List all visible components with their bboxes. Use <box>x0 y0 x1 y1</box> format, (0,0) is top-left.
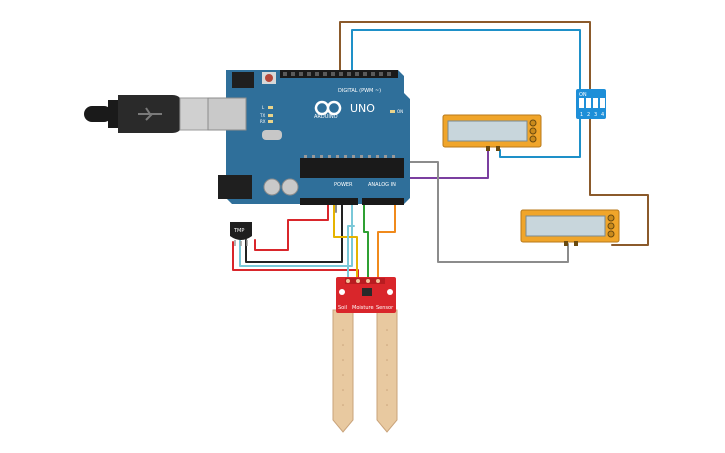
soil-label-sensor: Sensor <box>376 305 394 311</box>
digital-label: DIGITAL (PWM ~) <box>338 88 381 94</box>
soil-pin-4 <box>376 279 380 283</box>
wire-yellow-a0[interactable] <box>333 202 358 281</box>
soil-pin-3 <box>366 279 370 283</box>
lcd-display-2[interactable] <box>520 209 620 246</box>
lcd1-button-3[interactable] <box>529 135 537 143</box>
lcd2-button-1[interactable] <box>607 214 615 222</box>
capacitor-2 <box>281 178 299 196</box>
wire-cyan-gnd[interactable] <box>239 202 353 267</box>
analog-label: ANALOG IN <box>368 182 396 188</box>
digital-header-pins <box>283 72 391 76</box>
analog-header <box>362 198 404 205</box>
crystal <box>262 130 282 140</box>
dip-toggle-2[interactable] <box>586 98 591 108</box>
power-label: POWER <box>334 182 353 188</box>
led-l <box>268 106 273 109</box>
icsp-header <box>232 72 254 88</box>
model-label: UNO <box>350 102 375 115</box>
soil-pin-1 <box>346 279 350 283</box>
lcd1-button-1[interactable] <box>529 119 537 127</box>
dc-jack <box>218 175 252 199</box>
lcd1-button-2[interactable] <box>529 127 537 135</box>
dip-number-3: 3 <box>594 112 597 118</box>
usb-plug-metal <box>179 97 213 131</box>
dip-switch[interactable]: ON 1 2 3 4 <box>576 89 606 119</box>
lcd2-button-3[interactable] <box>607 230 615 238</box>
rx-label: RX <box>260 119 266 124</box>
dip-number-1: 1 <box>580 112 583 118</box>
soil-chip <box>362 288 372 296</box>
dip-number-2: 2 <box>587 112 590 118</box>
power-header <box>300 198 358 205</box>
reset-button-cap <box>265 74 273 82</box>
tx-label: TX <box>259 113 265 118</box>
soil-mount-hole-left <box>339 289 345 295</box>
usb-icon <box>138 107 162 121</box>
soil-probe-left <box>332 309 354 433</box>
wire-brown-digital-to-lcd2[interactable] <box>339 21 649 246</box>
dip-toggle-3[interactable] <box>593 98 598 108</box>
soil-probe-right <box>376 309 398 433</box>
wire-black-gnd[interactable] <box>245 202 343 263</box>
arduino-board[interactable]: DIGITAL (PWM ~) ARDUINO UNO TX RX L ON P… <box>207 70 410 205</box>
lcd1-pin-2 <box>496 146 500 151</box>
lcd2-pin-2 <box>574 241 578 246</box>
temperature-sensor[interactable]: TMP <box>230 222 252 246</box>
soil-label-soil: Soil <box>338 305 347 311</box>
soil-header <box>345 278 385 284</box>
on-label: ON <box>397 109 403 114</box>
led-tx <box>268 114 273 117</box>
brand-label: ARDUINO <box>314 114 338 120</box>
l-label: L <box>262 105 265 110</box>
lcd2-button-2[interactable] <box>607 222 615 230</box>
soil-pin-2 <box>356 279 360 283</box>
tmp-body <box>230 222 252 240</box>
soil-moisture-sensor[interactable]: Soil Moisture Sensor <box>332 277 398 433</box>
wire-orange-a2[interactable] <box>377 202 396 281</box>
lcd1-screen <box>447 120 528 142</box>
led-on <box>390 110 395 113</box>
soil-probe-dots <box>342 329 388 406</box>
soil-label-moisture: Moisture <box>352 305 374 311</box>
dip-on-label: ON <box>579 92 587 98</box>
wire-red-5v[interactable] <box>254 202 329 251</box>
atmega-chip <box>300 158 404 178</box>
usb-cable-strain <box>84 106 112 122</box>
lcd1-pin-1 <box>486 146 490 151</box>
lcd-display-1[interactable] <box>442 114 542 151</box>
wire-green-a1[interactable] <box>363 202 369 281</box>
capacitor-1 <box>263 178 281 196</box>
dip-toggle-1[interactable] <box>579 98 584 108</box>
soil-mount-hole-right <box>387 289 393 295</box>
arduino-logo-icon <box>314 100 342 116</box>
led-rx <box>268 120 273 123</box>
lcd2-screen <box>525 215 606 237</box>
dip-toggle-4[interactable] <box>600 98 605 108</box>
wire-cyan-sensor-gnd[interactable] <box>347 225 355 281</box>
lcd2-pin-1 <box>564 241 568 246</box>
usb-socket <box>207 97 247 131</box>
usb-cable <box>84 95 213 133</box>
chip-pins <box>304 155 395 158</box>
dip-number-4: 4 <box>601 112 604 118</box>
tmp-label: TMP <box>233 228 244 234</box>
